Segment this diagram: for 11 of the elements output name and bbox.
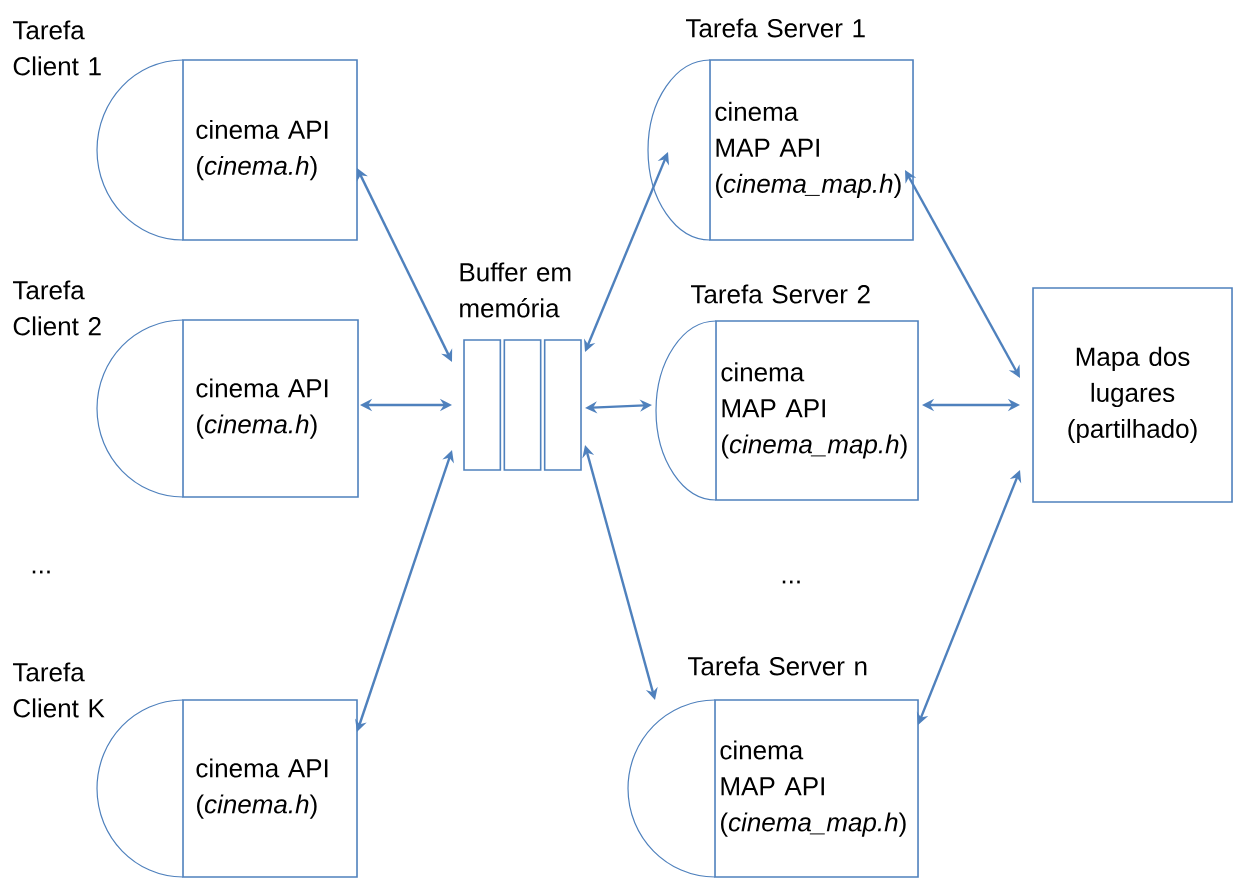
buffer-heading: Buffer em memória — [460, 262, 571, 318]
task-box: cinema MAP API (cinema_map.h) — [627, 699, 919, 878]
task-box: cinema MAP API (cinema_map.h) — [655, 320, 919, 501]
task-heading: Tarefa Client K — [13, 662, 105, 718]
task-heading: Tarefa Server 2 — [691, 284, 870, 304]
ellipsis: ... — [32, 570, 50, 574]
ellipsis: ... — [782, 580, 800, 584]
task-heading: Tarefa Server n — [688, 656, 867, 676]
task-box: cinema MAP API (cinema_map.h) — [647, 59, 914, 241]
map-box: Mapa dos lugares (partilhado) — [1032, 287, 1233, 503]
task-heading: Tarefa Server 1 — [686, 18, 865, 38]
